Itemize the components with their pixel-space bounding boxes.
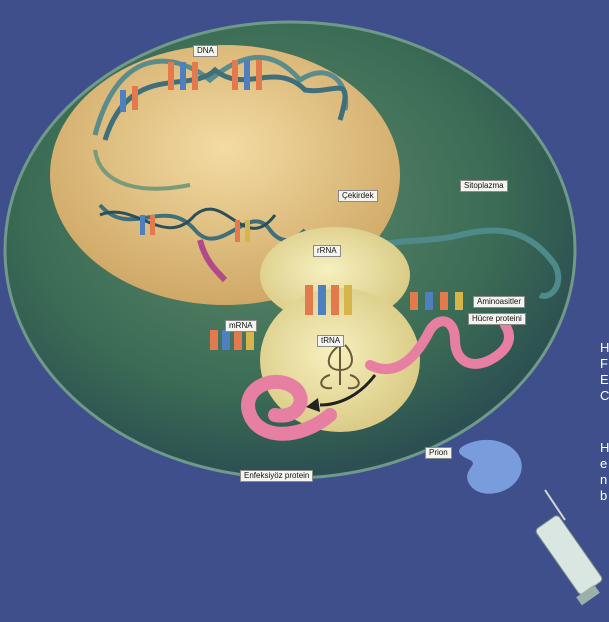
label-hucre-proteini: Hücre proteini (468, 313, 526, 325)
label-aminoasitler: Aminoasitler (473, 296, 525, 308)
label-cekirdek: Çekirdek (338, 190, 378, 202)
label-prion: Prion (425, 447, 452, 459)
side-text-5: H (600, 440, 609, 455)
side-text-6: e (600, 456, 607, 471)
label-rrna: rRNA (313, 245, 341, 257)
label-trna: tRNA (317, 335, 344, 347)
side-text-3: E (600, 372, 609, 387)
label-sitoplazma: Sitoplazma (460, 180, 508, 192)
side-text-4: C (600, 388, 609, 403)
side-text-8: b (600, 488, 607, 503)
side-text-2: F (600, 356, 608, 371)
label-mrna: mRNA (225, 320, 257, 332)
syringe-illustration (535, 490, 604, 605)
label-enfeksiyoz-protein: Enfeksiyöz protein (240, 470, 313, 482)
side-text-1: H (600, 340, 609, 355)
side-text-7: n (600, 472, 607, 487)
label-dna: DNA (193, 45, 218, 57)
prion-blob (459, 440, 522, 494)
